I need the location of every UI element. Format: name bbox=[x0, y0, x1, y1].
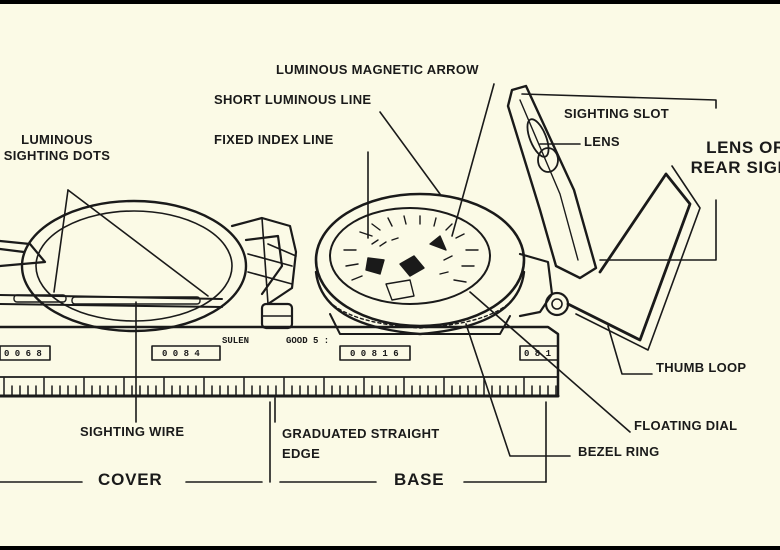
ruler-number-boxes bbox=[0, 345, 559, 361]
ruler-number: 0 0 6 8 bbox=[4, 349, 42, 359]
diagram-canvas: 0 0 6 8 0 0 8 4 0 0 8 1 6 0 8 1 SULEN GO… bbox=[0, 4, 780, 546]
label-thumb-loop: THUMB LOOP bbox=[656, 360, 747, 375]
ruler-numbers: 0 0 6 8 0 0 8 4 0 0 8 1 6 0 8 1 SULEN GO… bbox=[4, 336, 552, 359]
ruler-ticks bbox=[3, 377, 557, 397]
ruler-number: 0 0 8 4 bbox=[162, 349, 200, 359]
ruler-number: 0 8 1 bbox=[524, 349, 552, 359]
label-lens-or-rear-sight: LENS OR REAR SIGHT bbox=[690, 138, 780, 177]
label-sighting-slot: SIGHTING SLOT bbox=[564, 106, 670, 121]
rear-sight bbox=[506, 84, 598, 280]
label-short-luminous-line: SHORT LUMINOUS LINE bbox=[214, 92, 372, 107]
dial-markings bbox=[343, 215, 479, 301]
label-graduated-straight-edge: GRADUATED STRAIGHT EDGE bbox=[282, 426, 440, 461]
ruler-text-right: GOOD 5 : bbox=[286, 336, 329, 346]
leader-lines bbox=[0, 83, 717, 483]
label-cover: COVER bbox=[98, 470, 163, 489]
ruler-text-left: SULEN bbox=[222, 336, 249, 346]
compass-housing bbox=[314, 192, 570, 336]
cover bbox=[0, 199, 298, 333]
label-luminous-magnetic-arrow: LUMINOUS MAGNETIC ARROW bbox=[276, 62, 479, 77]
label-luminous-sighting-dots: LUMINOUS SIGHTING DOTS bbox=[3, 132, 111, 163]
lensatic-compass-drawing: 0 0 6 8 0 0 8 4 0 0 8 1 6 0 8 1 SULEN GO… bbox=[0, 83, 717, 483]
label-base: BASE bbox=[394, 470, 445, 489]
ruler-number: 0 0 8 1 6 bbox=[350, 349, 399, 359]
label-bezel-ring: BEZEL RING bbox=[578, 444, 660, 459]
label-floating-dial: FLOATING DIAL bbox=[634, 418, 738, 433]
label-lens: LENS bbox=[584, 134, 620, 149]
label-fixed-index-line: FIXED INDEX LINE bbox=[214, 132, 334, 147]
label-sighting-wire: SIGHTING WIRE bbox=[80, 424, 185, 439]
thumb-loop-ring bbox=[566, 165, 701, 351]
